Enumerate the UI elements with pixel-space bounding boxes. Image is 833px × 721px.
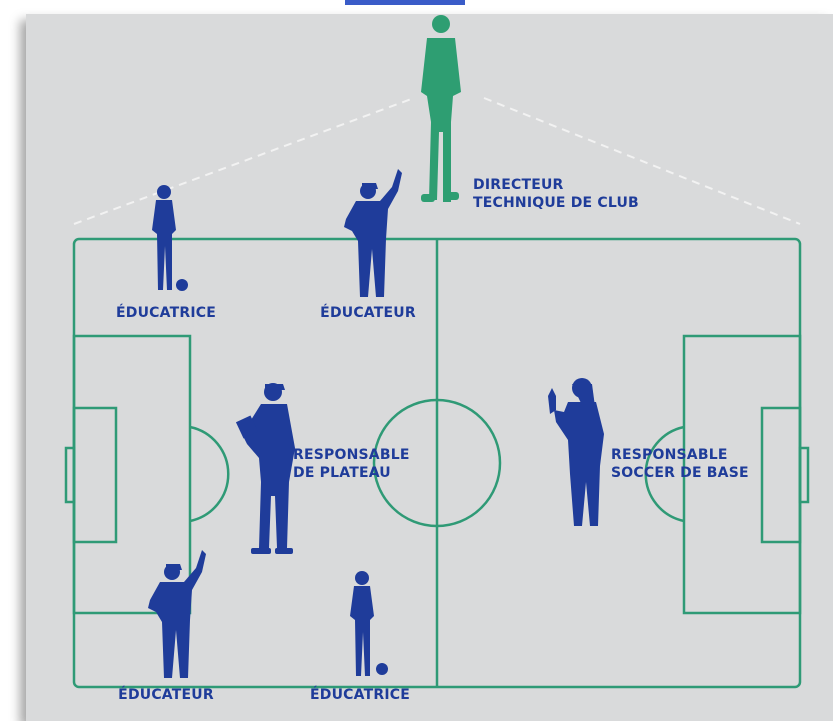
left-goal-area	[72, 406, 118, 544]
educateur-top-label: ÉDUCATEUR	[320, 305, 416, 321]
responsable-plateau-figure	[235, 383, 295, 554]
educatrice-bottom-label: ÉDUCATRICE	[310, 687, 410, 703]
responsable-plateau-label: RESPONSABLE DE PLATEAU	[293, 446, 410, 482]
responsable-soccer-label: RESPONSABLE SOCCER DE BASE	[611, 446, 749, 482]
responsable-plateau-line2: DE PLATEAU	[293, 465, 391, 481]
right-penalty-arc	[644, 425, 685, 523]
director-figure	[421, 15, 461, 202]
diagram-board: DIRECTEUR TECHNIQUE DE CLUB ÉDUCATRICE É…	[26, 14, 833, 721]
responsable-plateau-line1: RESPONSABLE	[293, 447, 410, 463]
director-label-line1: DIRECTEUR	[473, 177, 564, 193]
responsable-soccer-line2: SOCCER DE BASE	[611, 465, 749, 481]
director-label: DIRECTEUR TECHNIQUE DE CLUB	[473, 176, 639, 212]
responsable-soccer-line1: RESPONSABLE	[611, 447, 728, 463]
director-label-line2: TECHNIQUE DE CLUB	[473, 195, 639, 211]
center-circle	[372, 398, 502, 528]
educateur-top-figure	[344, 169, 402, 297]
dashed-line-right	[483, 97, 801, 225]
educateur-bottom-label: ÉDUCATEUR	[118, 687, 214, 703]
top-strip	[0, 0, 833, 14]
responsable-soccer-figure	[548, 378, 604, 526]
educatrice-top-label: ÉDUCATRICE	[116, 305, 216, 321]
right-goal-area	[760, 406, 802, 544]
educatrice-top-figure	[152, 185, 188, 291]
dashed-line-left	[73, 97, 415, 225]
left-penalty-arc	[189, 425, 230, 523]
left-goal	[64, 446, 76, 504]
soccer-field	[64, 97, 810, 689]
right-goal	[798, 446, 810, 504]
educateur-bottom-figure	[148, 550, 206, 678]
educatrice-bottom-figure	[350, 571, 388, 676]
title-accent-bar	[345, 0, 465, 5]
